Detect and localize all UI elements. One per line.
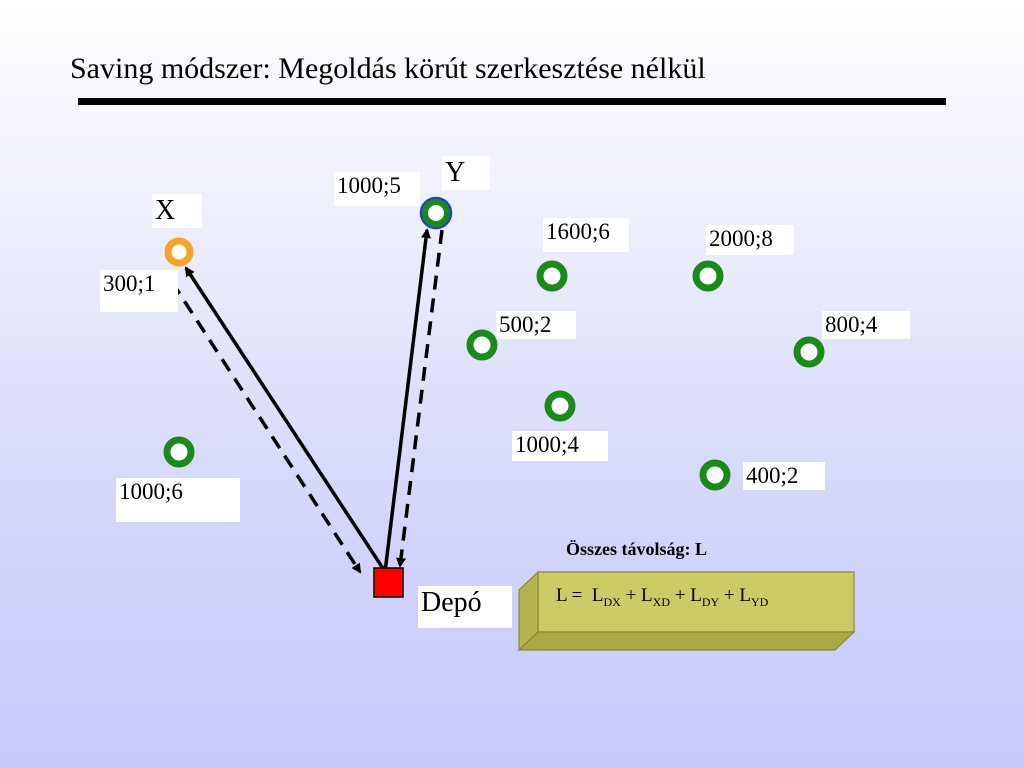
- node-y: [422, 199, 450, 227]
- formula-term-2: LXD: [641, 585, 670, 609]
- label-x-value: 300;1: [100, 270, 178, 312]
- label-500-2: 500;2: [496, 311, 576, 339]
- route-depot-to-y: [383, 228, 431, 573]
- formula-lhs: L =: [556, 585, 583, 606]
- node-800-4: [793, 336, 825, 368]
- slide-title: Saving módszer: Megoldás körút szerkeszt…: [70, 52, 706, 85]
- route-depot-to-x: [184, 266, 386, 571]
- total-distance-caption: Összes távolság: L: [566, 539, 707, 559]
- node-1000-6: [163, 436, 195, 468]
- node-2000-8: [692, 260, 724, 292]
- formula-plus-3: +: [723, 585, 735, 606]
- formula-term-3: LDY: [690, 585, 720, 609]
- label-1600-6: 1600;6: [543, 218, 629, 252]
- label-800-4: 800;4: [822, 311, 910, 339]
- node-1000-4: [544, 390, 576, 422]
- formula-plus-2: +: [674, 585, 686, 606]
- label-y-value: 1000;5: [334, 172, 420, 206]
- formula-plus-1: +: [625, 585, 637, 606]
- formula-term-1: LDX: [591, 585, 621, 609]
- formula-term-4: LYD: [739, 585, 769, 609]
- label-2000-8: 2000;8: [706, 225, 794, 255]
- node-y-outline: [419, 196, 453, 230]
- total-distance-formula: L = LDX + LXD + LDY + LYD: [556, 585, 768, 610]
- node-1600-6: [536, 260, 568, 292]
- formula-box-shape: [517, 570, 856, 652]
- node-500-2: [466, 329, 498, 361]
- title-underline: [78, 98, 946, 105]
- label-y-name: Y: [442, 156, 490, 190]
- label-400-2: 400;2: [743, 462, 825, 490]
- route-y-to-depot: [396, 229, 444, 568]
- node-x: [164, 237, 194, 267]
- label-depot: Depó: [418, 586, 512, 628]
- depot-square: [373, 567, 404, 598]
- route-x-to-depot: [170, 281, 362, 574]
- label-x-name: X: [152, 194, 202, 228]
- node-400-2: [699, 459, 731, 491]
- label-1000-4: 1000;4: [512, 431, 608, 461]
- label-1000-6: 1000;6: [116, 478, 240, 522]
